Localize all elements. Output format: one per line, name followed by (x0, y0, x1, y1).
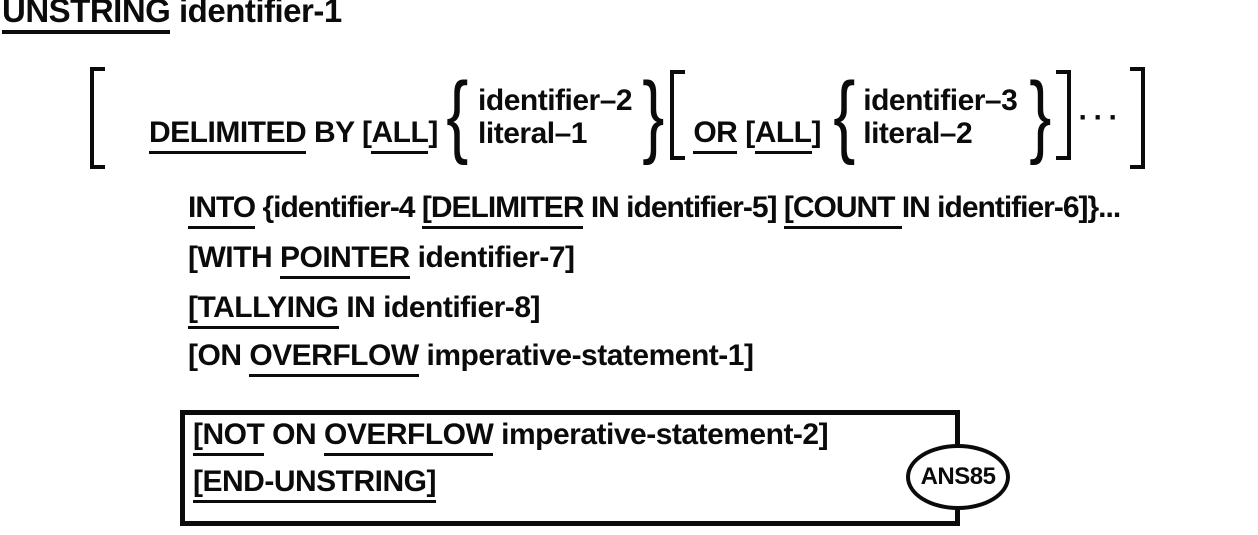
not-overflow-clause: [NOT ON OVERFLOW imperative-statement-2] (193, 417, 955, 456)
operand-identifier-1: identifier-1 (170, 0, 342, 29)
pointer-clause: [WITH POINTER identifier-7] (188, 240, 575, 279)
on-text: [ON (188, 339, 250, 372)
by-text: BY (306, 116, 362, 149)
into-clause: INTO {identifier-4 [DELIMITER IN identif… (188, 190, 1121, 229)
on-text: ON (264, 418, 324, 451)
keyword-overflow: OVERFLOW (249, 339, 419, 377)
keyword-delimiter-in: [DELIMITER (421, 191, 584, 229)
overflow-operand-text: imperative-statement-1] (418, 339, 754, 372)
statement-title: UNSTRING identifier-1 (2, 0, 342, 34)
into-operand-text: {identifier-4 (255, 191, 422, 224)
open-bracket: [ (361, 116, 372, 149)
delimiter-operand-text: IN identifier-5] (583, 191, 784, 224)
overflow-clause: [ON OVERFLOW imperative-statement-1] (188, 338, 754, 377)
open-brace-1: { (446, 64, 468, 166)
or-all-segment: OR [ALL] (693, 116, 822, 154)
keyword-tallying: [TALLYING (188, 291, 339, 329)
pointer-operand-text: identifier-7] (409, 241, 575, 274)
keyword-pointer: POINTER (279, 241, 410, 279)
choice-literal-2: literal–2 (863, 117, 973, 150)
delimited-by-all-segment: DELIMITED BY [ALL] (149, 116, 438, 154)
delimited-clause: DELIMITED BY [ALL] { identifier–2 litera… (90, 58, 1145, 172)
keyword-all-2: ALL (754, 116, 812, 154)
outer-close-bracket (1129, 67, 1145, 169)
keyword-or: OR (693, 116, 738, 154)
ans85-feature-box: [NOT ON OVERFLOW imperative-statement-2]… (180, 410, 960, 526)
keyword-overflow-2: OVERFLOW (324, 418, 494, 456)
ans85-badge: ANS85 (906, 444, 1010, 510)
keyword-into: INTO (188, 191, 256, 229)
choice-identifier-3: identifier–3 (863, 84, 1018, 117)
close-brace-1: } (642, 64, 665, 166)
tallying-clause: [TALLYING IN identifier-8] (188, 290, 541, 329)
with-text: [WITH (188, 241, 280, 274)
keyword-all-1: ALL (371, 116, 429, 154)
open-bracket: [ (745, 116, 755, 149)
keyword-unstring: UNSTRING (2, 0, 171, 34)
keyword-count-in: [COUNT (783, 191, 902, 229)
not-overflow-operand-text: imperative-statement-2] (493, 418, 829, 451)
keyword-not: [NOT (193, 418, 265, 456)
open-brace-2: { (833, 64, 856, 166)
keyword-delimited: DELIMITED (149, 116, 307, 154)
choice-identifier-2: identifier–2 (478, 84, 633, 117)
end-unstring-clause: [END-UNSTRING] (193, 464, 955, 503)
close-bracket: ] (811, 116, 822, 149)
close-bracket: ] (428, 116, 438, 149)
repeat-ellipsis: ··· (1078, 101, 1124, 134)
choice-group-1: identifier–2 literal–1 (478, 84, 633, 150)
keyword-end-unstring: [END-UNSTRING] (193, 465, 436, 503)
ans85-badge-label: ANS85 (920, 463, 996, 490)
outer-open-bracket (90, 67, 105, 169)
count-operand-text: IN identifier-6]}... (901, 191, 1121, 224)
inner-close-bracket (1055, 70, 1071, 160)
tallying-operand-text: IN identifier-8] (338, 291, 541, 324)
inner-open-bracket (670, 70, 686, 160)
choice-group-2: identifier–3 literal–2 (863, 84, 1018, 150)
space (737, 116, 745, 149)
choice-literal-1: literal–1 (478, 117, 587, 150)
close-brace-2: } (1029, 64, 1052, 166)
